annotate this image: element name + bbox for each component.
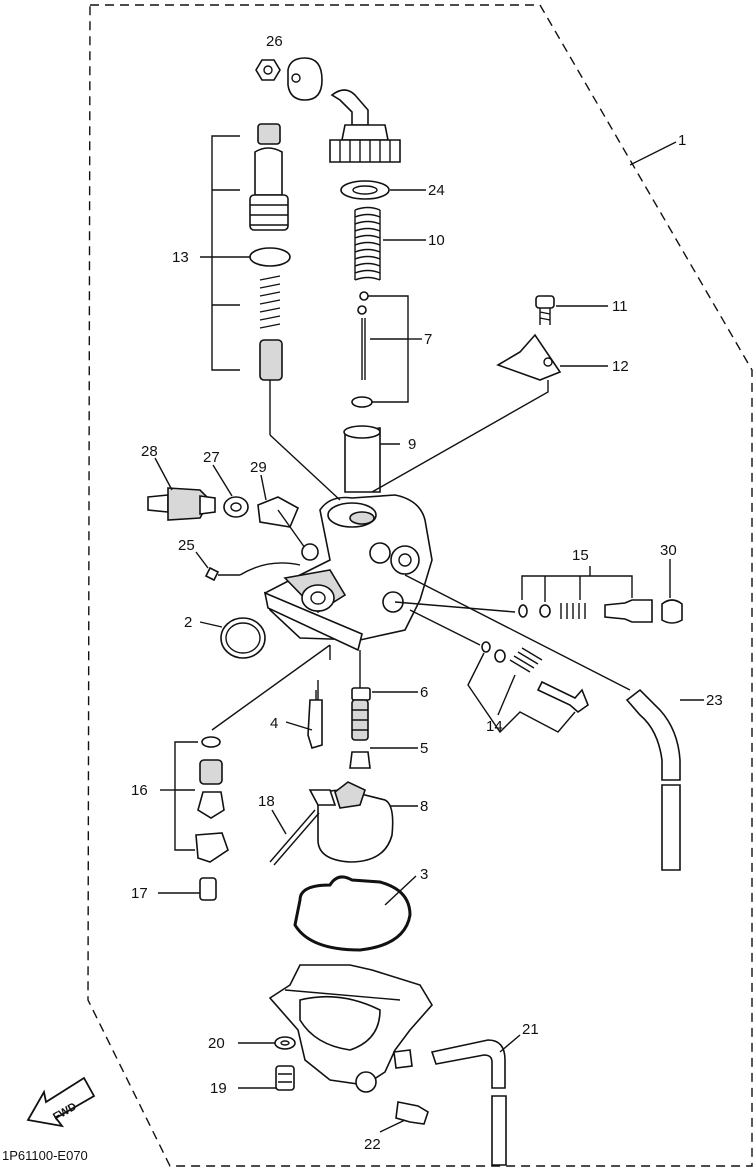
callout-15: 15 <box>572 547 589 564</box>
part-20-washer <box>274 1036 296 1050</box>
part-30-cap <box>661 599 683 624</box>
part-6-main-jet-holder <box>351 687 371 741</box>
callout-20: 20 <box>208 1035 225 1052</box>
callout-19: 19 <box>210 1080 227 1097</box>
part-10-spring <box>354 206 381 281</box>
part-elbow-and-top-cap <box>329 89 401 163</box>
callout-29: 29 <box>250 459 267 476</box>
callout-numbers: 1 2 3 4 5 6 7 8 9 10 11 12 13 14 15 16 1… <box>131 33 723 1153</box>
callout-2: 2 <box>184 614 192 631</box>
part-9-slide <box>343 425 381 493</box>
part-25-screw <box>204 562 301 582</box>
part-15-pilot-screw-set <box>518 575 653 623</box>
part-29-cable-holder <box>257 496 311 556</box>
callout-1: 1 <box>678 132 686 149</box>
part-7-jet-needle-set <box>351 291 409 408</box>
float-chamber <box>268 964 433 1093</box>
callout-12: 12 <box>612 358 629 375</box>
callout-6: 6 <box>420 684 428 701</box>
callout-16: 16 <box>131 782 148 799</box>
part-3-gasket <box>293 875 412 952</box>
carburetor-body <box>263 494 433 652</box>
part-2-o-ring <box>220 617 266 659</box>
part-26-nut-and-cap <box>255 57 323 101</box>
part-4-needle-jet <box>307 690 323 749</box>
callout-28: 28 <box>141 443 158 460</box>
part-17-screw <box>199 877 217 901</box>
callout-8: 8 <box>420 798 428 815</box>
callout-22: 22 <box>364 1136 381 1153</box>
callout-10: 10 <box>428 232 445 249</box>
callout-27: 27 <box>203 449 220 466</box>
part-27-washer <box>223 496 249 518</box>
part-24-washer <box>340 180 390 200</box>
callout-7: 7 <box>424 331 432 348</box>
part-5-main-jet <box>349 751 371 769</box>
callout-13: 13 <box>172 249 189 266</box>
callout-14: 14 <box>486 718 503 735</box>
assembly-boundary <box>87 4 753 1167</box>
callout-3: 3 <box>420 866 428 883</box>
drawing-code: 1P61100-E070 <box>2 1148 88 1163</box>
part-18-float-pin <box>269 809 320 866</box>
callout-23: 23 <box>706 692 723 709</box>
part-13-throttle-assembly <box>211 123 291 435</box>
callout-26: 26 <box>266 33 283 50</box>
callout-18: 18 <box>258 793 275 810</box>
connector-lines <box>211 380 631 731</box>
part-21-drain-hose <box>430 1039 507 1166</box>
part-16-needle-valve-set <box>174 736 229 863</box>
callout-24: 24 <box>428 182 445 199</box>
part-8-float <box>308 781 394 863</box>
callout-30: 30 <box>660 542 677 559</box>
callout-17: 17 <box>131 885 148 902</box>
callout-21: 21 <box>522 1021 539 1038</box>
callout-5: 5 <box>420 740 428 757</box>
callout-9: 9 <box>408 436 416 453</box>
part-12-lever-plate <box>496 333 562 381</box>
part-22-drain-screw <box>395 1101 429 1125</box>
part-28-starter-plunger <box>147 487 216 521</box>
part-23-hose <box>625 688 681 871</box>
callout-4: 4 <box>270 715 278 732</box>
part-11-screw <box>535 295 555 325</box>
leader-lines <box>154 141 704 1133</box>
part-19-screw <box>275 1065 295 1091</box>
callout-25: 25 <box>178 537 195 554</box>
part-14-throttle-stop-screw <box>467 641 589 734</box>
callout-11: 11 <box>612 298 628 315</box>
fwd-arrow-icon: FWD <box>26 1076 96 1128</box>
